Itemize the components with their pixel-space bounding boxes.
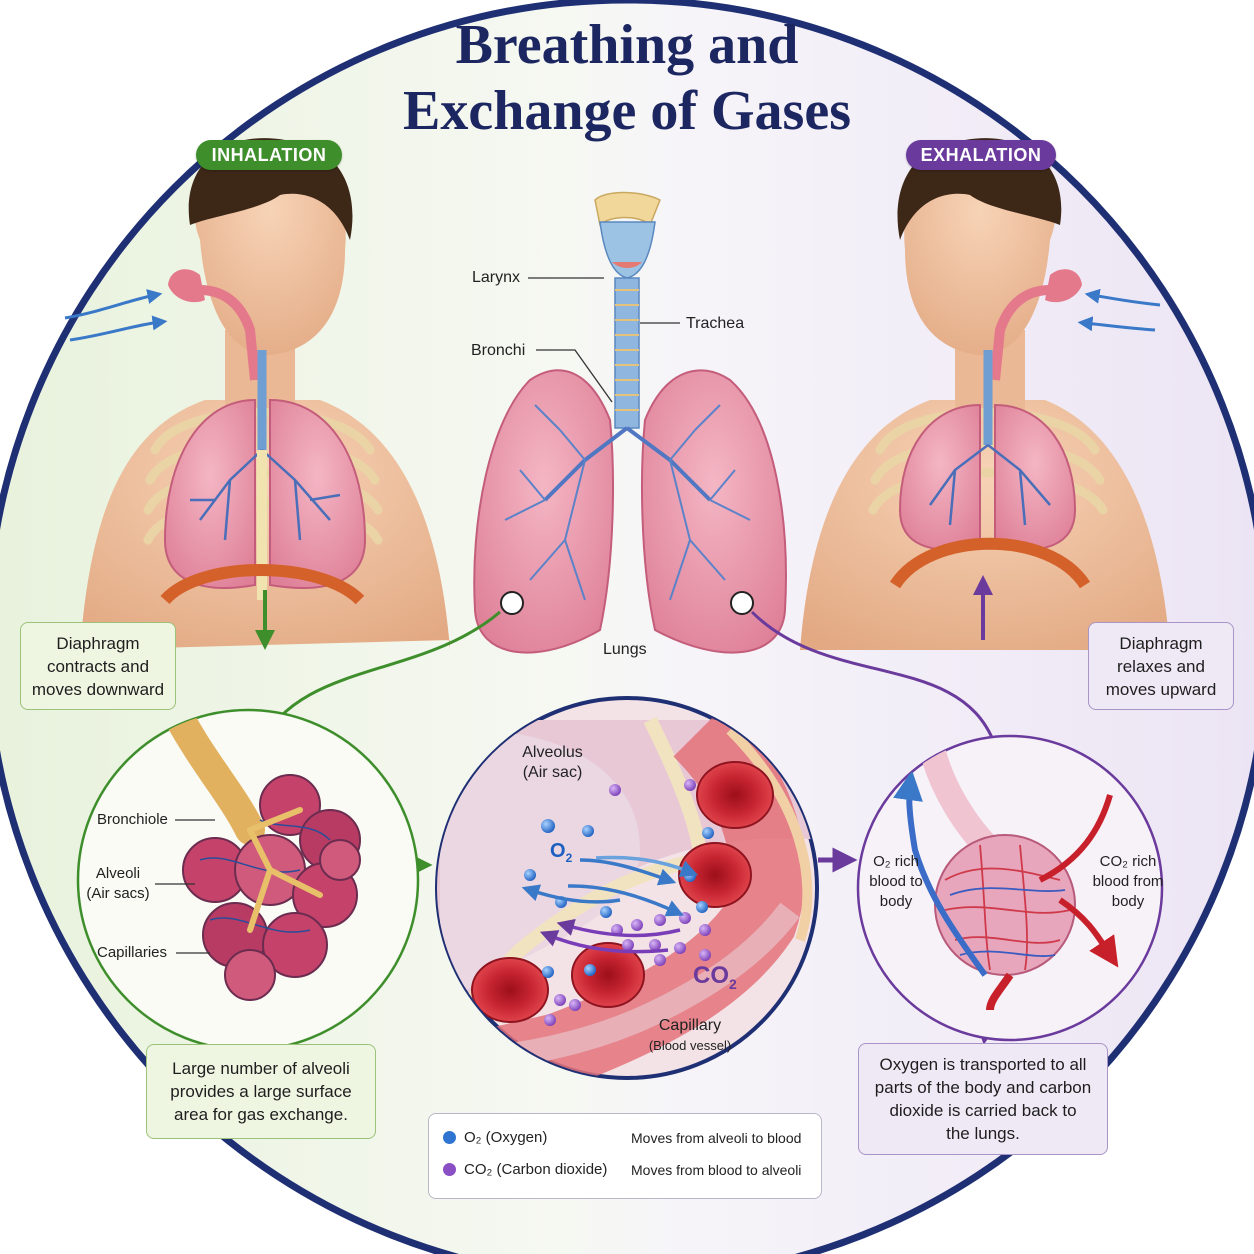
legend-co2-name: CO₂ (Carbon dioxide): [464, 1161, 608, 1178]
exhale-box-line-1: Diaphragm: [1119, 633, 1203, 653]
label-alveoli-line-2: (Air sacs): [86, 885, 150, 902]
co2-symbol: CO: [693, 962, 729, 989]
label-capillary: Capillary (Blood vessel): [635, 1016, 745, 1056]
o2-subscript: 2: [565, 851, 573, 865]
transport-box-line-2: parts of the body and carbon: [874, 1078, 1092, 1097]
o2-rich-line-1: O₂ rich: [873, 853, 919, 870]
o2-symbol: O: [550, 840, 566, 862]
transport-box-line-1: Oxygen is transported to all: [879, 1055, 1087, 1074]
inhalation-figure: [80, 138, 450, 650]
surface-box-line-3: area for gas exchange.: [174, 1105, 348, 1124]
co2-subscript: 2: [729, 975, 737, 992]
exhalation-figure: [800, 138, 1170, 650]
o2-rich-line-2: blood to: [869, 873, 923, 890]
label-alveolus-line-2: (Air sac): [522, 764, 583, 781]
legend-o2-desc: Moves from alveoli to blood: [631, 1130, 802, 1146]
label-o2-rich-blood: O₂ rich blood to body: [858, 852, 934, 912]
label-alveoli: Alveoli (Air sacs): [78, 864, 158, 904]
legend: O₂ (Oxygen) Moves from alveoli to blood …: [428, 1113, 822, 1199]
surface-box-line-2: provides a large surface: [170, 1082, 352, 1101]
oxygen-transport-box: Oxygen is transported to all parts of th…: [858, 1043, 1108, 1155]
inhale-box-line-2: contracts and: [46, 656, 150, 676]
leader-lines: [528, 277, 680, 403]
label-alveolus-line-1: Alveolus: [522, 744, 583, 761]
label-co2-gas: CO2: [693, 962, 737, 992]
legend-o2: O₂ (Oxygen): [443, 1129, 547, 1146]
exhale-box-line-3: moves upward: [1105, 679, 1217, 699]
alveoli-cluster-panel: [76, 708, 420, 1052]
exhale-box-line-2: relaxes and: [1117, 656, 1205, 676]
label-co2-rich-blood: CO₂ rich blood from body: [1086, 852, 1170, 912]
label-capillary-line-2: (Blood vessel): [648, 1038, 732, 1053]
surface-area-box: Large number of alveoli provides a large…: [146, 1044, 376, 1139]
o2-rich-line-3: body: [879, 893, 913, 910]
inhale-arrow-icon: [64, 289, 168, 342]
exhalation-badge: EXHALATION: [906, 140, 1056, 170]
label-bronchiole: Bronchiole: [97, 811, 168, 828]
label-larynx: Larynx: [472, 269, 521, 286]
blood-transport-panel: [856, 734, 1164, 1042]
label-lungs: Lungs: [603, 641, 647, 658]
inhale-box-line-3: moves downward: [31, 679, 165, 699]
label-o2-gas: O2: [550, 840, 572, 865]
label-alveolus: Alveolus (Air sac): [505, 743, 600, 783]
inhale-box-line-1: Diaphragm: [56, 633, 140, 653]
inhalation-badge: INHALATION: [196, 140, 342, 170]
legend-o2-name: O₂ (Oxygen): [464, 1129, 548, 1146]
label-trachea: Trachea: [686, 315, 745, 332]
lungs-airway: [473, 191, 787, 654]
page-title-line-2: Exchange of Gases: [403, 80, 851, 142]
inhale-diaphragm-box: Diaphragm contracts and moves downward: [20, 622, 176, 710]
page-title: Breathing and: [455, 14, 799, 76]
label-alveoli-line-1: Alveoli: [95, 865, 141, 882]
carbon-dioxide-molecule-icon: [443, 1163, 456, 1176]
connector-right: [750, 610, 1000, 753]
co2-rich-line-2: blood from: [1092, 873, 1164, 890]
co2-rich-line-1: CO₂ rich: [1099, 853, 1157, 870]
oxygen-molecule-icon: [443, 1131, 456, 1144]
label-bronchi: Bronchi: [471, 342, 526, 359]
legend-co2: CO₂ (Carbon dioxide): [443, 1161, 607, 1178]
legend-co2-desc: Moves from blood to alveoli: [631, 1162, 802, 1178]
exhale-arrow-icon: [1077, 288, 1161, 332]
transport-box-line-3: dioxide is carried back to: [889, 1101, 1077, 1120]
surface-box-line-1: Large number of alveoli: [172, 1059, 350, 1078]
co2-rich-line-3: body: [1111, 893, 1145, 910]
label-capillary-line-1: Capillary: [658, 1017, 722, 1034]
transport-box-line-4: the lungs.: [946, 1124, 1020, 1143]
exhale-diaphragm-box: Diaphragm relaxes and moves upward: [1088, 622, 1234, 710]
label-capillaries: Capillaries: [97, 944, 168, 961]
oxygen-molecule-icon: [524, 819, 714, 978]
